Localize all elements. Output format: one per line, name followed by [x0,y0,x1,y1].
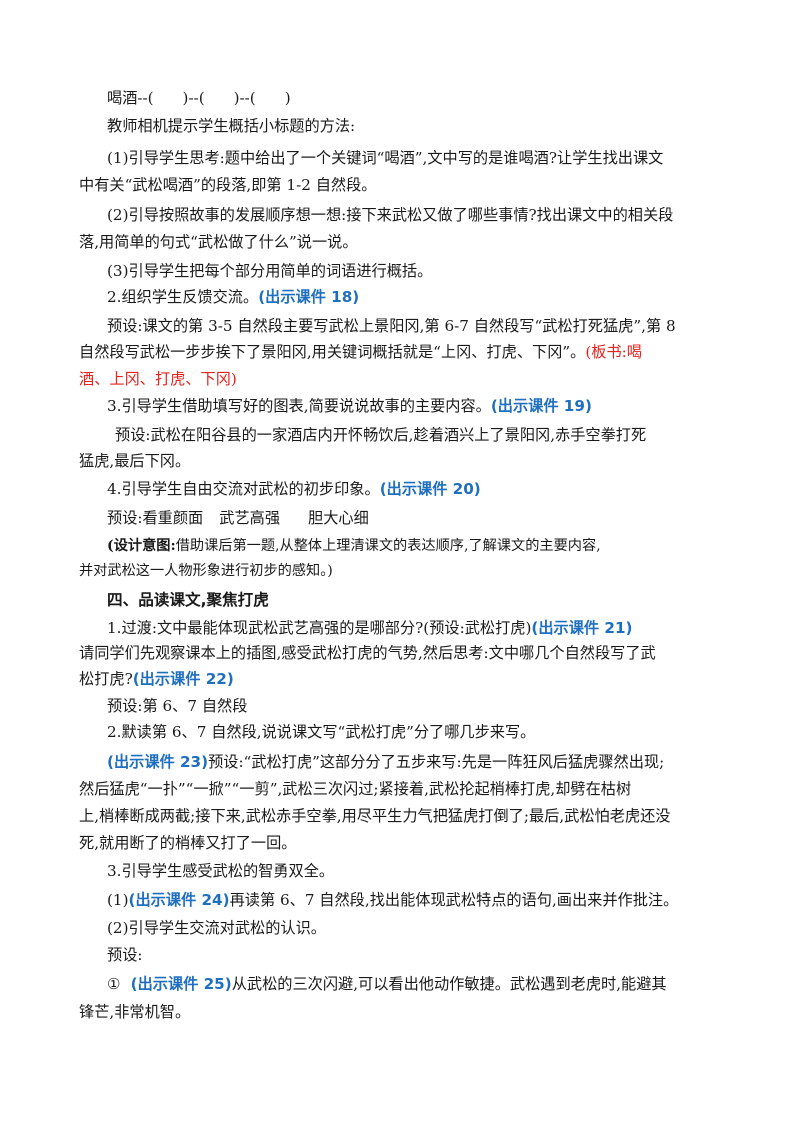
text-line: 教师相机提示学生概括小标题的方法: [107,116,355,136]
text-line: 预设:看重颜面武艺高强 胆大心细 [107,508,369,528]
paragraph-text: 死,就用断了的梢棒又打了一回。 [79,834,297,852]
design-intent: (设计意图:借助课后第一题,从整体上理清课文的表达顺序,了解课文的主要内容, [107,536,601,556]
courseware-label: (出示课件 19) [490,397,592,415]
paragraph-text: 3.引导学生感受武松的智勇双全。 [107,862,335,880]
paragraph-text: 预设: [107,946,143,964]
paragraph-text: (2)引导按照故事的发展顺序想一想:接下来武松又做了哪些事情?找出课文中的相关段 [107,206,674,224]
text-line: 3.引导学生借助填写好的图表,简要说说故事的主要内容。(出示课件 19) [107,396,592,416]
paragraph-text: (2)引导学生交流对武松的认识。 [107,919,326,937]
text-line: 预设:课文的第 3-5 自然段主要写武松上景阳冈,第 6-7 自然段写“武松打死… [107,316,676,336]
paragraph-text: 从武松的三次闪避,可以看出他动作敏捷。武松遇到老虎时,能避其 [231,975,667,993]
paragraph-text: 再读第 6、7 自然段,找出能体现武松特点的语句,画出来并作批注。 [229,891,679,909]
text-line: (1)(出示课件 24)再读第 6、7 自然段,找出能体现武松特点的语句,画出来… [107,890,678,910]
text-line: (2)引导学生交流对武松的认识。 [107,918,326,938]
paragraph-text: 胆大心细 [308,509,369,527]
paragraph-text: (1)引导学生思考:题中给出了一个关键词“喝酒”,文中写的是谁喝酒?让学生找出课… [107,149,664,167]
text-line: 松打虎?(出示课件 22) [79,669,234,689]
paragraph-text: 上,梢棒断成两截;接下来,武松赤手空拳,用尽平生力气把猛虎打倒了;最后,武松怕老… [79,807,671,825]
paragraph-text: 2.组织学生反馈交流。 [107,288,259,306]
courseware-label: (出示课件 18) [258,288,360,306]
text-line: 锋芒,非常机智。 [79,1002,190,1022]
paragraph-text: 借助课后第一题,从整体上理清课文的表达顺序,了解课文的主要内容, [175,538,601,554]
paragraph-text: 松打虎? [79,670,133,688]
paragraph-text: 并对武松这一人物形象进行初步的感知。) [79,563,333,579]
paragraph-text: 预设:武松在阳谷县的一家酒店内开怀畅饮后,趁着酒兴上了景阳冈,赤手空拳打死 [115,426,647,444]
courseware-label: (出示课件 22) [132,670,234,688]
text-line: 1.过渡:文中最能体现武松武艺高强的是哪部分?(预设:武松打虎)(出示课件 21… [107,618,632,638]
text-line: 3.引导学生感受武松的智勇双全。 [107,861,334,881]
text-line: (1)引导学生思考:题中给出了一个关键词“喝酒”,文中写的是谁喝酒?让学生找出课… [107,148,663,168]
paragraph-text: 落,用简单的句式“武松做了什么”说一说。 [79,233,358,251]
text-line: 2.组织学生反馈交流。(出示课件 18) [107,287,359,307]
paragraph-text: 预设:“武松打虎”这部分分了五步来写:先是一阵狂风后猛虎骤然出现; [208,753,665,771]
text-line: 喝酒--( )--( )--( ) [107,88,291,108]
text-line: 预设: [107,945,143,965]
text-line: 4.引导学生自由交流对武松的初步印象。(出示课件 20) [107,479,481,499]
paragraph-text: 然后猛虎“一扑”“一掀”“一剪”,武松三次闪过;紧接着,武松抡起梢棒打虎,却劈在… [79,780,632,798]
design-intent-label: (设计意图: [107,538,176,554]
text-line: (出示课件 23)预设:“武松打虎”这部分分了五步来写:先是一阵狂风后猛虎骤然出… [107,752,664,772]
paragraph-text: 请同学们先观察课本上的插图,感受武松打虎的气势,然后思考:文中哪几个自然段写了武 [79,644,656,662]
text-line: (3)引导学生把每个部分用简单的词语进行概括。 [107,261,432,281]
board-note: (板书:喝 [585,343,642,361]
paragraph-text: 1.过渡:文中最能体现武松武艺高强的是哪部分?(预设:武松打虎) [107,619,532,637]
courseware-label: (出示课件 20) [379,480,481,498]
text-line: 猛虎,最后下冈。 [79,451,190,471]
text-line: 预设:第 6、7 自然段 [107,696,247,716]
paragraph-text: 武艺高强 [219,509,280,527]
paragraph-text: 预设:第 6、7 自然段 [107,697,248,715]
text-line: 酒、上冈、打虎、下冈) [79,369,237,389]
paragraph-text: 锋芒,非常机智。 [79,1003,191,1021]
courseware-label: (出示课件 24) [128,891,230,909]
section-heading-text: 四、品读课文,聚焦打虎 [107,591,269,609]
paragraph-text: 中有关“武松喝酒”的段落,即第 1-2 自然段。 [79,176,377,194]
paragraph-text: 2.默读第 6、7 自然段,说说课文写“武松打虎”分了哪几步来写。 [107,723,536,741]
text-line: 落,用简单的句式“武松做了什么”说一说。 [79,232,358,252]
courseware-label: (出示课件 23) [107,753,209,771]
paragraph-text: 自然段写武松一步步挨下了景阳冈,用关键词概括就是“上冈、打虎、下冈”。 [79,343,586,361]
text-line: (2)引导按照故事的发展顺序想一想:接下来武松又做了哪些事情?找出课文中的相关段 [107,205,673,225]
paragraph-text: 教师相机提示学生概括小标题的方法: [107,117,356,135]
paragraph-text: 预设:课文的第 3-5 自然段主要写武松上景阳冈,第 6-7 自然段写“武松打死… [107,317,676,335]
blank-outline: 喝酒--( )--( )--( ) [107,89,291,107]
paragraph-text: (1) [107,891,129,909]
board-note: 酒、上冈、打虎、下冈) [79,370,237,388]
paragraph-text: 预设:看重颜面 [107,509,204,527]
courseware-label: (出示课件 21) [531,619,633,637]
text-line: 并对武松这一人物形象进行初步的感知。) [79,561,333,581]
text-line: 2.默读第 6、7 自然段,说说课文写“武松打虎”分了哪几步来写。 [107,722,535,742]
section-heading: 四、品读课文,聚焦打虎 [107,590,269,610]
text-line: ① (出示课件 25)从武松的三次闪避,可以看出他动作敏捷。武松遇到老虎时,能避其 [107,974,667,994]
text-line: 然后猛虎“一扑”“一掀”“一剪”,武松三次闪过;紧接着,武松抡起梢棒打虎,却劈在… [79,779,631,799]
paragraph-text: 4.引导学生自由交流对武松的初步印象。 [107,480,380,498]
text-line: 死,就用断了的梢棒又打了一回。 [79,833,296,853]
list-marker: ① [107,975,121,993]
paragraph-text: 猛虎,最后下冈。 [79,452,191,470]
text-line: 自然段写武松一步步挨下了景阳冈,用关键词概括就是“上冈、打虎、下冈”。(板书:喝 [79,342,642,362]
paragraph-text: (3)引导学生把每个部分用简单的词语进行概括。 [107,262,433,280]
text-line: 预设:武松在阳谷县的一家酒店内开怀畅饮后,趁着酒兴上了景阳冈,赤手空拳打死 [115,425,646,445]
courseware-label: (出示课件 25) [130,975,232,993]
text-line: 中有关“武松喝酒”的段落,即第 1-2 自然段。 [79,175,376,195]
text-line: 请同学们先观察课本上的插图,感受武松打虎的气势,然后思考:文中哪几个自然段写了武 [79,643,656,663]
text-line: 上,梢棒断成两截;接下来,武松赤手空拳,用尽平生力气把猛虎打倒了;最后,武松怕老… [79,806,670,826]
paragraph-text: 3.引导学生借助填写好的图表,简要说说故事的主要内容。 [107,397,491,415]
